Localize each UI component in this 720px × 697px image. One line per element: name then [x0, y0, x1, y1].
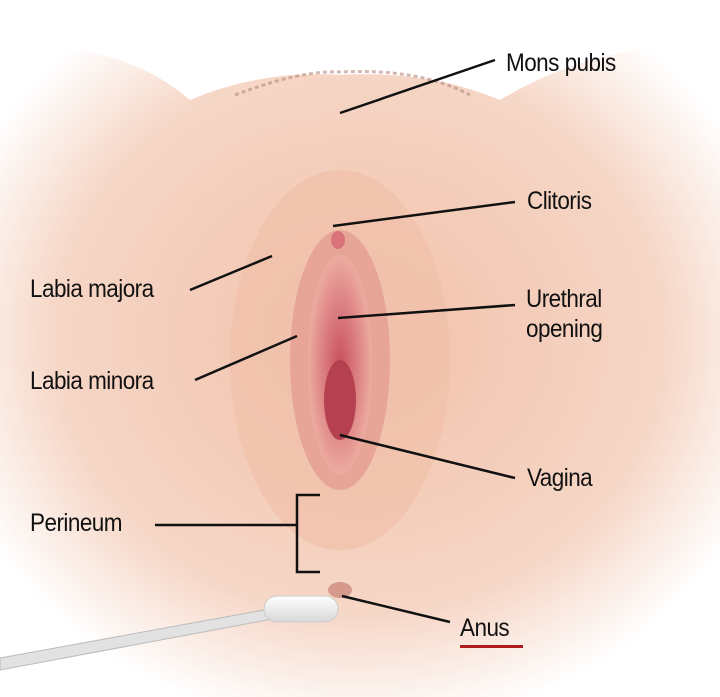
label-labia-minora: Labia minora — [30, 367, 154, 395]
label-mons-pubis: Mons pubis — [506, 49, 616, 77]
label-labia-majora: Labia majora — [30, 275, 154, 303]
swab — [0, 595, 339, 671]
leader-lines — [155, 58, 516, 624]
label-urethral-opening-line2: opening — [526, 315, 603, 343]
hair — [234, 70, 471, 97]
label-perineum: Perineum — [30, 509, 123, 537]
label-vagina: Vagina — [527, 464, 593, 492]
vaginal-opening-shape — [324, 360, 356, 440]
label-urethral-opening-line1: Urethral — [526, 285, 602, 313]
clitoris-shape — [331, 231, 345, 249]
anus-shape — [328, 582, 352, 598]
label-clitoris: Clitoris — [527, 187, 592, 215]
anus-highlight-underline — [460, 645, 523, 648]
label-anus: Anus — [460, 614, 510, 642]
